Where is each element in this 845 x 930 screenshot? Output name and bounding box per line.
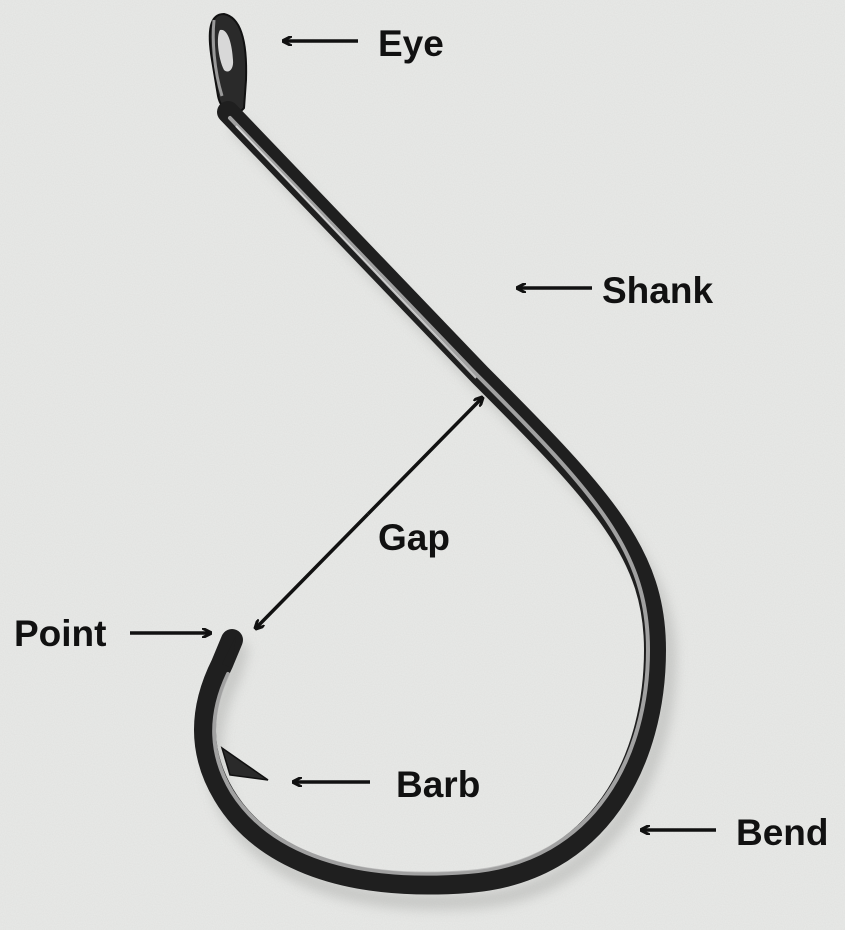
shank-label: Shank <box>602 270 713 311</box>
gap-label: Gap <box>378 517 450 558</box>
bend-label: Bend <box>736 812 829 853</box>
barb-label: Barb <box>396 764 480 805</box>
point-label: Point <box>14 613 106 654</box>
eye-label: Eye <box>378 23 444 64</box>
